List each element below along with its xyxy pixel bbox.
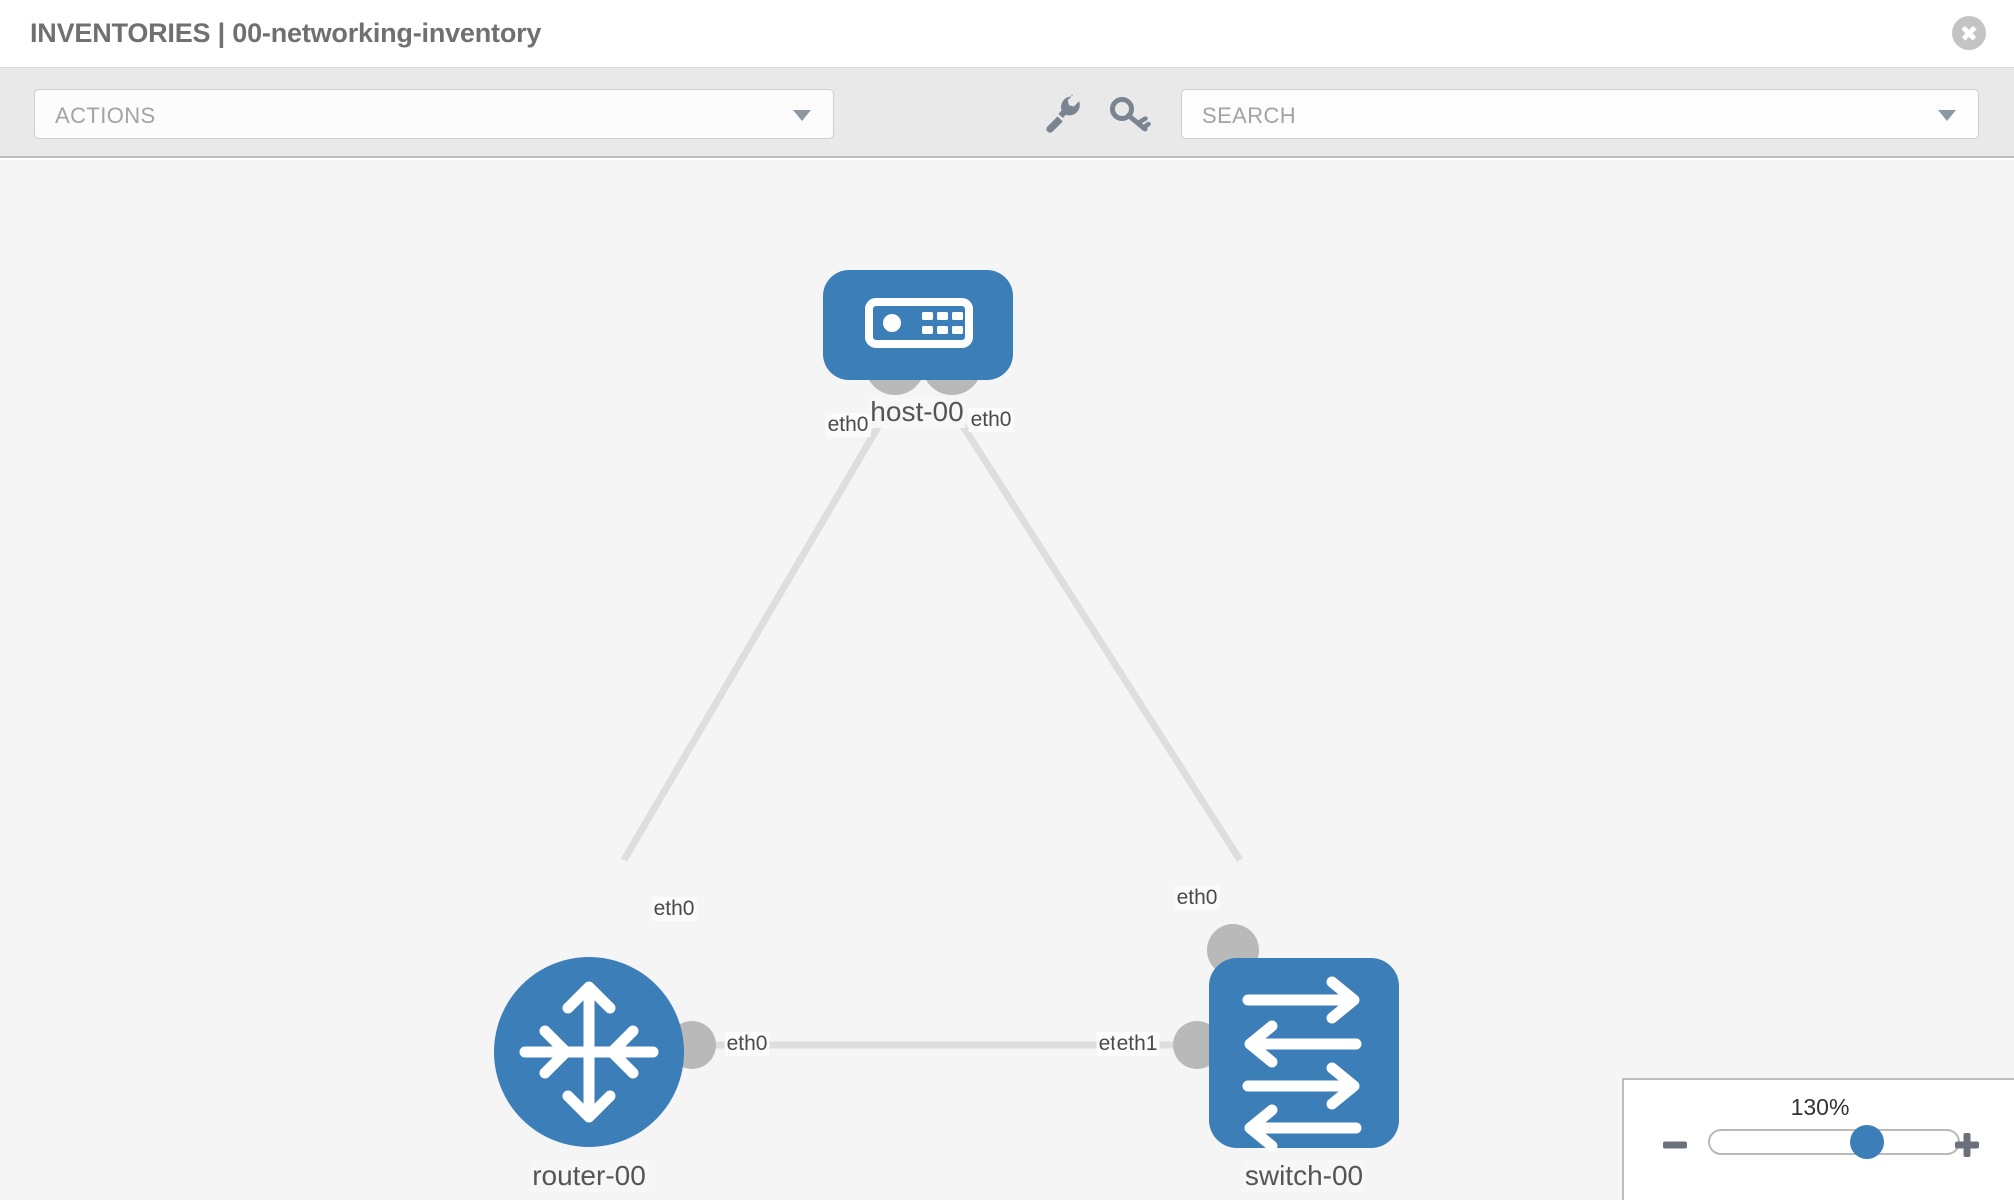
edge-host-switch (942, 396, 1243, 862)
zoom-out-button[interactable] (1660, 1130, 1690, 1160)
edge-host-router (620, 396, 899, 862)
zoom-level-value: 130% (1790, 1094, 1850, 1120)
actions-dropdown[interactable]: ACTIONS (34, 89, 834, 139)
wrench-icon[interactable] (1038, 90, 1086, 138)
node-switch-00 (1209, 958, 1399, 1152)
node-host-00 (823, 270, 1013, 380)
edge-label-router-up-eth: eth0 (651, 897, 697, 921)
connector-nubs (668, 335, 1259, 1069)
page-title: INVENTORIES | 00-networking-inventory (30, 18, 542, 48)
edge-label-switch-left-eth: eth1 (1114, 1032, 1160, 1056)
page-header: INVENTORIES | 00-networking-inventory (0, 0, 2014, 68)
zoom-slider-thumb[interactable] (1849, 1125, 1884, 1159)
zoom-control-panel: 130% (1622, 1078, 2014, 1200)
chevron-down-icon (1938, 110, 1956, 121)
search-placeholder: SEARCH (1202, 103, 1297, 128)
edge-label-switch-up-eth: eth0 (1174, 886, 1220, 910)
chevron-down-icon (793, 110, 811, 121)
key-icon[interactable] (1105, 90, 1153, 138)
zoom-in-button[interactable] (1952, 1130, 1982, 1160)
node-label-switch-00: switch-00 (1242, 1160, 1366, 1192)
edge-label-host-right-eth: eth0 (968, 408, 1014, 432)
zoom-slider-track[interactable] (1708, 1125, 1960, 1159)
edge-label-host-left-eth: eth0 (825, 413, 871, 437)
topology-graph (494, 270, 1399, 1152)
edge-label-router-right-eth: eth0 (724, 1032, 770, 1056)
actions-dropdown-label: ACTIONS (55, 103, 156, 128)
node-router-00 (494, 957, 684, 1147)
node-label-router-00: router-00 (530, 1160, 648, 1192)
toolbar: ACTIONS SEARCH (0, 68, 2014, 158)
search-input[interactable]: SEARCH (1181, 89, 1979, 139)
close-icon[interactable] (1952, 16, 1986, 50)
node-label-host-00: host-00 (868, 396, 966, 428)
topology-canvas[interactable]: host-00 router-00 switch-00 eth0 eth0 et… (0, 160, 2014, 1200)
